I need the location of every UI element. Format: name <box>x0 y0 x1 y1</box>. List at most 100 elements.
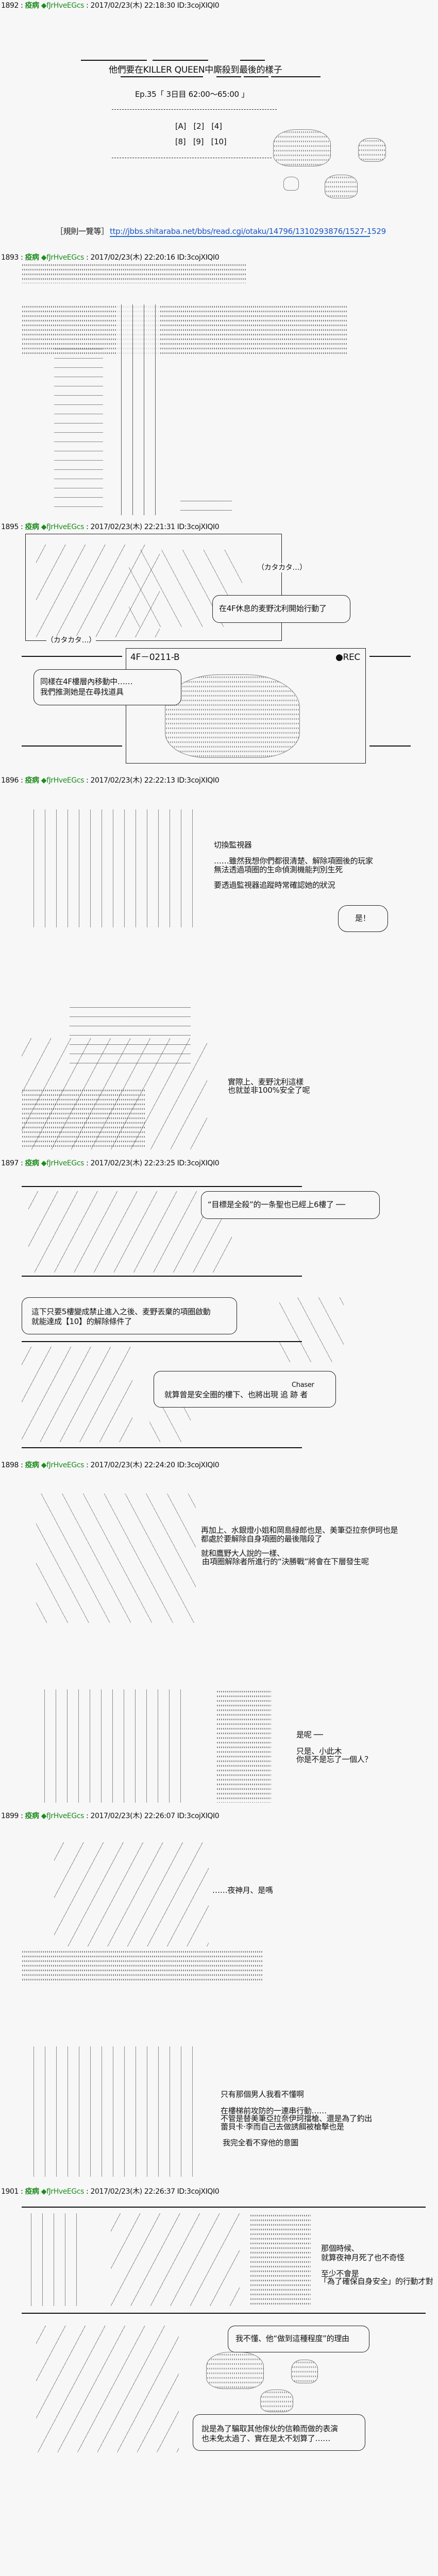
dialogue-text: 再加上、水銀燈小姐和岡島緑郎也是、美筆亞拉奈伊珂也是 <box>201 1526 398 1535</box>
ascii-art-character-face <box>54 1842 209 1946</box>
separator: : <box>19 523 25 531</box>
poster-name: 疫病 <box>25 1461 39 1469</box>
panel-keyboard <box>25 534 282 641</box>
episode-link[interactable]: [10] <box>211 137 227 146</box>
ascii-art-ghost-small <box>291 2360 318 2383</box>
ascii-art-dotted-sky <box>22 263 246 283</box>
bubble-text: “目標是全殺”的一条聖也已經上6樓了 ── <box>208 1200 345 1209</box>
separator: : <box>84 523 91 531</box>
poster-name: 疫病 <box>25 523 39 531</box>
post-datetime: 2017/02/23(木) 22:21:31 ID:3cojXIQI0 <box>90 523 220 531</box>
divider <box>369 656 411 657</box>
bubble-text: 就能達成【10】的解除條件了 <box>31 1317 132 1326</box>
ascii-art-character-with-gun <box>22 1347 132 1442</box>
divider <box>22 1447 302 1448</box>
post-header: 1896 : 疫病 ◆fJrHveEGcs : 2017/02/23(木) 22… <box>1 776 220 785</box>
episode-link[interactable]: [A] <box>175 122 187 131</box>
dialogue-text: 在樓梯前攻防的一連串行動…… <box>221 2106 327 2115</box>
post-number: 1892 <box>1 2 19 10</box>
ascii-art-ghost-small <box>358 138 386 162</box>
rules-label: ［規則一覽等］ <box>56 227 109 236</box>
separator: : <box>84 1461 91 1469</box>
post-header: 1899 : 疫病 ◆fJrHveEGcs : 2017/02/23(木) 22… <box>1 1811 220 1821</box>
divider <box>369 745 411 747</box>
post-datetime: 2017/02/23(木) 22:24:20 ID:3cojXIQI0 <box>90 1461 220 1469</box>
ascii-art-shading <box>22 1088 145 1147</box>
divider <box>22 656 122 657</box>
post-number: 1896 <box>1 776 19 785</box>
episode-link[interactable]: [8] <box>175 137 186 146</box>
title-deco-line <box>81 60 147 61</box>
episode-link[interactable]: [9] <box>193 137 204 146</box>
dialogue-text: 「為了確保自身安全」的行動才對 <box>319 2277 433 2286</box>
episode-link[interactable]: [2] <box>193 122 205 131</box>
speech-bubble: 同樣在4F樓層內移動中…… 我們推測她是在尋找道具 <box>33 669 181 705</box>
title-deco-line <box>240 60 265 61</box>
speech-bubble: 說是為了騙取其他傢伙的信賴而做的表演 也未免太過了、實在是太不划算了…… <box>193 2414 365 2451</box>
dialogue-text: 切換監視器 <box>214 840 252 850</box>
divider <box>22 2313 426 2314</box>
poster-trip: ◆fJrHveEGcs <box>41 1812 85 1820</box>
dialogue-text: 也就並非100%安全了呢 <box>228 1086 310 1095</box>
divider <box>22 745 122 747</box>
dialogue-text: 只是、小此木 <box>296 1747 342 1756</box>
separator: : <box>19 253 25 262</box>
dialogue-text: 不管是替美筆亞拉奈伊珂擋槍、還是為了釣出 <box>221 2114 373 2123</box>
ascii-art-ghost <box>206 2352 264 2389</box>
separator: : <box>19 776 25 785</box>
poster-trip: ◆fJrHveEGcs <box>41 1159 85 1167</box>
ascii-art-shoulders <box>22 1950 263 1984</box>
dialogue-text: ……夜神月、是嗎 <box>212 1886 273 1895</box>
episode-link[interactable]: [4] <box>211 122 222 131</box>
poster-name: 疫病 <box>25 2188 39 2196</box>
post-number: 1895 <box>1 523 19 531</box>
reply-button[interactable]: 是！ <box>338 905 388 932</box>
post-datetime: 2017/02/23(木) 22:26:37 ID:3cojXIQI0 <box>90 2188 220 2196</box>
episode-links-row-2: [8] [9] [10] <box>175 137 227 146</box>
poster-name: 疫病 <box>25 1159 39 1167</box>
post-header: 1897 : 疫病 ◆fJrHveEGcs : 2017/02/23(木) 22… <box>1 1159 220 1168</box>
ascii-art-building <box>54 345 103 515</box>
bubble-text: 就算曾是安全圈的樓下、也將出現 追 跡 者 <box>164 1390 308 1399</box>
bubble-text: 說是為了騙取其他傢伙的信賴而做的表演 <box>201 2424 338 2433</box>
ascii-art-character-lying <box>111 2213 240 2306</box>
divider <box>22 1276 302 1277</box>
camera-label: 4F－0211-B <box>130 652 180 663</box>
poster-name: 疫病 <box>25 776 39 785</box>
dialogue-text: 我完全看不穿他的意圖 <box>223 2138 299 2147</box>
poster-trip: ◆fJrHveEGcs <box>41 2188 85 2196</box>
post-number: 1893 <box>1 253 19 262</box>
speech-bubble: 在4F休息的麦野沈利開始行動了 <box>212 595 350 623</box>
camera-monitor: 4F－0211-B ●REC <box>126 648 366 764</box>
separator: : <box>84 1159 91 1167</box>
post-number: 1897 <box>1 1159 19 1167</box>
title-deco-line <box>216 76 241 77</box>
post-number: 1901 <box>1 2188 19 2196</box>
separator: : <box>84 2 91 10</box>
post-number: 1898 <box>1 1461 19 1469</box>
poster-name: 疫病 <box>25 2 39 10</box>
post-datetime: 2017/02/23(木) 22:22:13 ID:3cojXIQI0 <box>90 776 220 785</box>
bubble-text: 我不懂、他“做到這種程度”的理由 <box>235 2334 349 2343</box>
dialogue-text: 你是不是忘了一個人？ <box>296 1755 373 1764</box>
ascii-art-character-sitting <box>165 674 300 758</box>
sound-effect: （カタカタ…） <box>46 636 96 645</box>
dialogue-text: 蕾貝卡‧李而自己去做誘餌被槍擊也是 <box>221 2122 344 2131</box>
separator: : <box>19 2 25 10</box>
post-header: 1893 : 疫病 ◆fJrHveEGcs : 2017/02/23(木) 22… <box>1 253 220 262</box>
separator: : <box>19 1461 25 1469</box>
bubble-text: 我們推測她是在尋找道具 <box>40 687 124 697</box>
bubble-text: 這下只要5樓變成禁止進入之後、麦野丟棄的項圈啟動 <box>31 1307 211 1316</box>
post-number: 1899 <box>1 1812 19 1820</box>
separator: : <box>84 776 91 785</box>
separator: : <box>84 2188 91 2196</box>
divider <box>22 2207 426 2208</box>
ruby-text: Chaser <box>292 1381 314 1389</box>
rules-link[interactable]: ttp://jbbs.shitaraba.net/bbs/read.cgi/ot… <box>110 227 386 236</box>
ascii-art-ghost-small <box>260 2389 293 2412</box>
dialogue-text: 都處於要解除自身項圈的最後階段了 <box>201 1534 323 1544</box>
ascii-art-tower <box>116 304 160 515</box>
reply-button-label: 是！ <box>355 913 370 923</box>
poster-name: 疫病 <box>25 253 39 262</box>
poster-trip: ◆fJrHveEGcs <box>41 523 85 531</box>
